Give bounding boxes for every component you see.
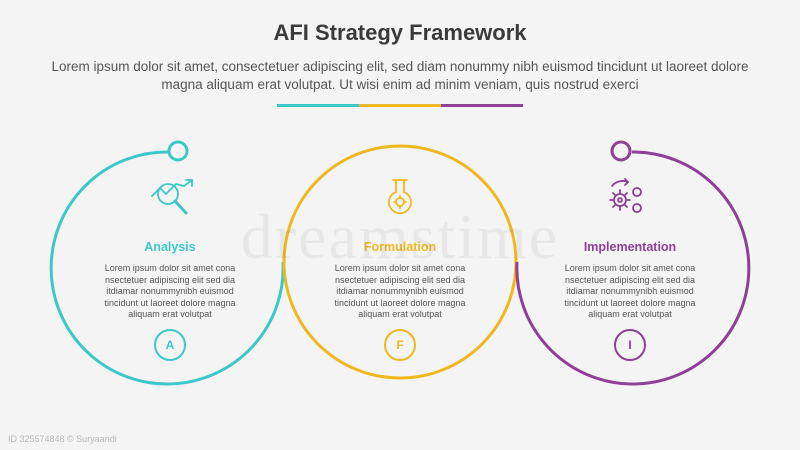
analysis-ring (49, 150, 285, 386)
letter-formulation: F (396, 338, 404, 352)
implementation-knob (610, 140, 632, 162)
page-title: AFI Strategy Framework (273, 20, 527, 45)
analysis-letter-badge (154, 329, 186, 361)
page-subtitle: Lorem ipsum dolor sit amet, consectetuer… (51, 59, 749, 92)
magnifier-chart-icon (151, 179, 193, 215)
stage-label-formulation: Formulation (363, 240, 437, 254)
analysis-knob (167, 140, 189, 162)
implementation-letter-badge (614, 329, 646, 361)
letter-implementation: I (628, 338, 632, 352)
stage-desc-analysis: Lorem ipsum dolor sit amet cona nsectetu… (104, 263, 236, 319)
stage-desc-implementation: Lorem ipsum dolor sit amet cona nsectetu… (564, 263, 696, 319)
divider-teal (277, 104, 359, 107)
stage-label-analysis: Analysis (144, 240, 196, 254)
stage-desc-formulation: Lorem ipsum dolor sit amet cona nsectetu… (334, 263, 466, 319)
letter-analysis: A (165, 338, 175, 352)
gears-icon (609, 178, 642, 213)
stage-label-implementation: Implementation (583, 240, 677, 254)
flask-icon (388, 179, 412, 215)
divider-gold (359, 104, 441, 107)
implementation-ring (515, 150, 751, 386)
divider-purple (441, 104, 523, 107)
formulation-letter-badge (384, 329, 416, 361)
